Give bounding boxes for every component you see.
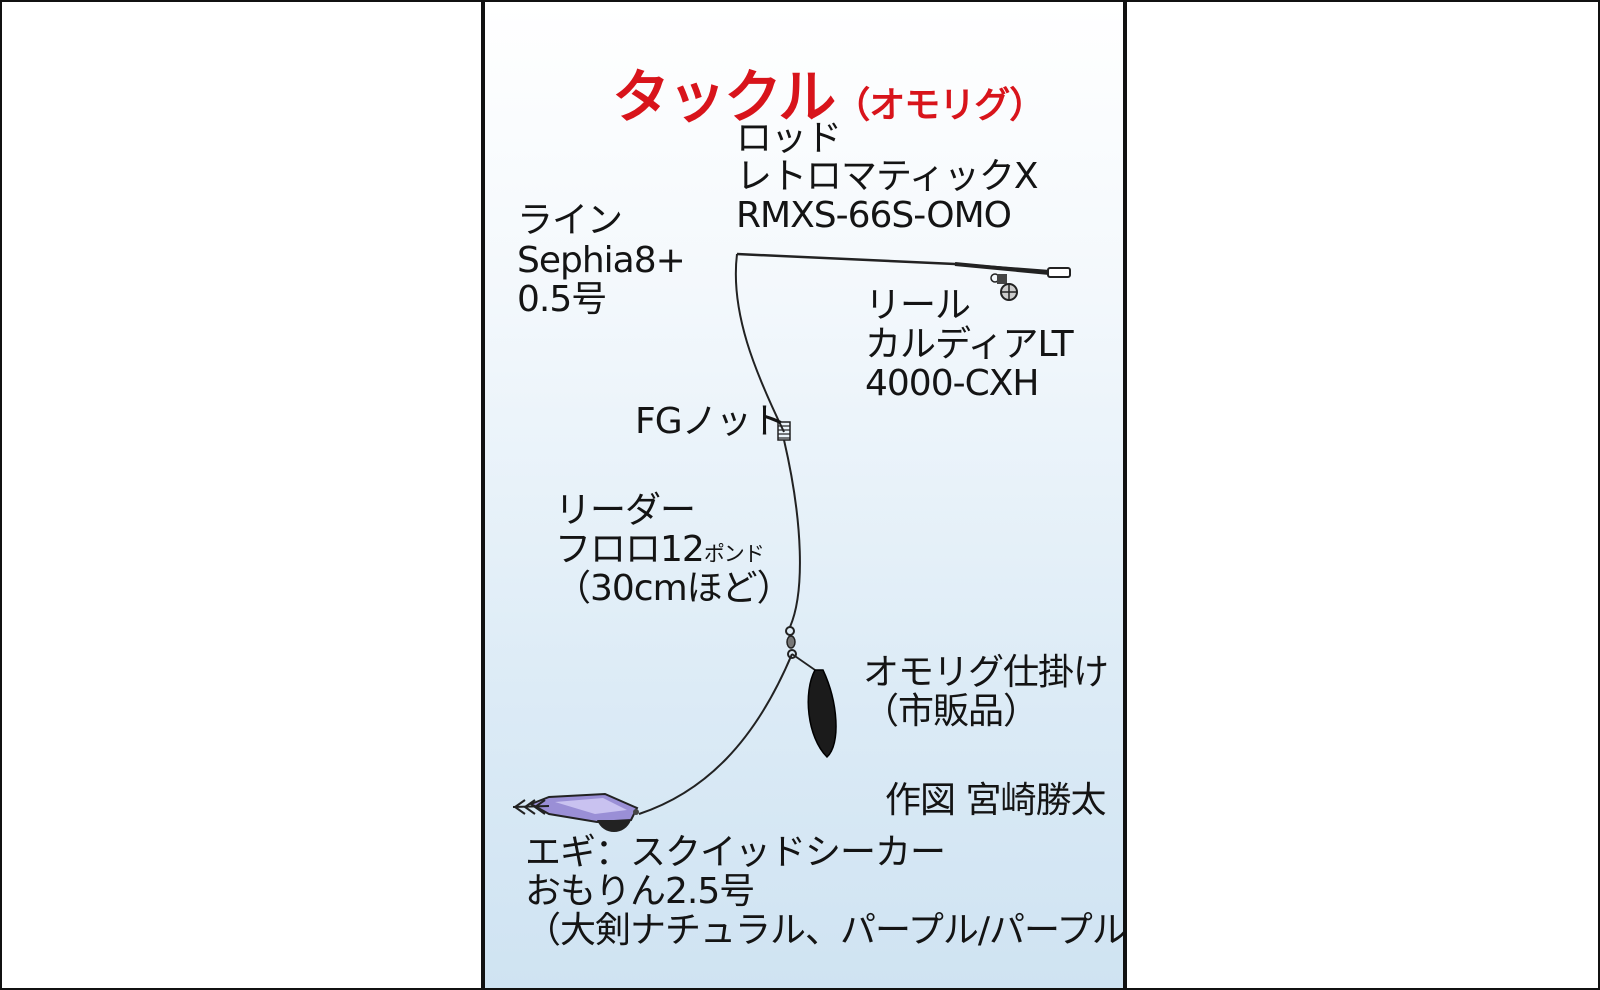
knot-label: FGノット bbox=[635, 401, 787, 442]
reel-name: カルディアLT bbox=[865, 324, 1074, 365]
diagram-title: タックル（オモリグ） bbox=[612, 50, 1045, 134]
leader-spec-text: フロロ12 bbox=[555, 529, 705, 570]
line-heading: ライン bbox=[517, 200, 623, 241]
egi-line bbox=[638, 653, 793, 815]
swivel-illustration bbox=[785, 626, 797, 659]
sinker-branch-line bbox=[791, 653, 816, 671]
egi-size: おもりん2.5号 bbox=[525, 871, 755, 912]
leader-spec: フロロ12ポンド bbox=[555, 529, 765, 573]
reel-model: 4000-CXH bbox=[865, 363, 1039, 404]
sinker-heading: オモリグ仕掛け bbox=[863, 652, 1109, 693]
sinker-note: （市販品） bbox=[863, 691, 1039, 732]
title-sub: （オモリグ） bbox=[834, 85, 1045, 126]
reel-heading: リール bbox=[865, 285, 971, 326]
main-line bbox=[734, 253, 785, 433]
egi-illustration bbox=[512, 792, 639, 832]
credit: 作図 宮崎勝太 bbox=[885, 780, 1106, 821]
reel-illustration bbox=[997, 274, 1018, 301]
rod-heading: ロッド bbox=[736, 118, 842, 159]
title-main: タックル bbox=[612, 63, 836, 131]
tackle-drawing bbox=[512, 252, 1071, 832]
egi-heading: エギ：スクイッドシーカー bbox=[525, 832, 946, 873]
leader-length: （30cmほど） bbox=[555, 568, 793, 609]
rod-name: レトロマティックX bbox=[736, 156, 1039, 197]
leader-heading: リーダー bbox=[555, 490, 696, 531]
sinker-illustration bbox=[807, 669, 837, 759]
rod-illustration bbox=[736, 252, 1071, 283]
line-name: Sephia8+ bbox=[517, 240, 686, 281]
rod-model: RMXS-66S-OMO bbox=[736, 195, 1012, 236]
leader-line bbox=[783, 439, 801, 628]
tackle-diagram-panel: タックル（オモリグ） ロッド レトロマティックX RMXS-66S-OMO ライ… bbox=[481, 2, 1127, 988]
egi-colors: （大剣ナチュラル、パープル/パープル） bbox=[525, 910, 1127, 951]
leader-unit: ポンド bbox=[703, 542, 765, 566]
line-size: 0.5号 bbox=[517, 279, 607, 320]
